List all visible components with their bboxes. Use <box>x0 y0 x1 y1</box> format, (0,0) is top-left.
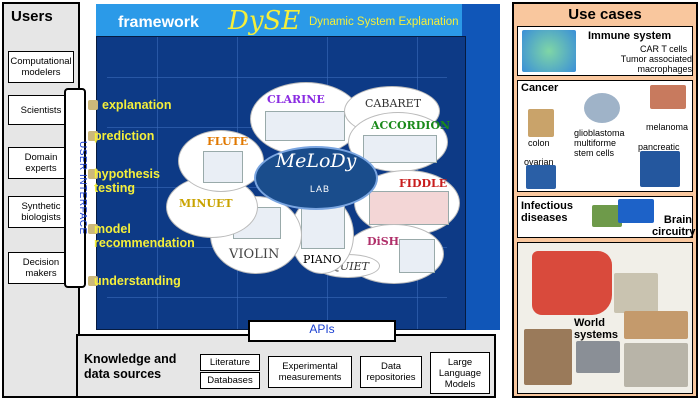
source-large-language-models[interactable]: Large Language Models <box>430 352 490 394</box>
model-icon <box>88 224 98 234</box>
use-case-infectious-brain[interactable] <box>517 196 693 238</box>
tool-flute: FLUTE <box>207 135 249 148</box>
ovarian-image <box>526 165 556 189</box>
user-interface-bracket <box>64 88 86 288</box>
user-domain-experts[interactable]: Domain experts <box>8 147 74 179</box>
apis-box <box>248 320 396 342</box>
knowledge-title: Knowledge and data sources <box>84 352 177 381</box>
petal-dish[interactable]: DiSH <box>344 224 444 284</box>
user-decision-makers[interactable]: Decision makers <box>8 252 74 284</box>
framework-subtitle: Dynamic System Explanation <box>309 16 459 28</box>
function-model-recommendation[interactable]: model recommendation <box>94 222 195 250</box>
function-hypothesis-testing[interactable]: hypothesis testing <box>94 167 160 195</box>
flute-figure <box>203 151 243 183</box>
cancer-colon: colon <box>528 138 550 148</box>
cancer-glioblastoma: glioblastoma multiforme stem cells <box>574 128 625 158</box>
use-case-world-systems[interactable] <box>517 242 693 394</box>
fiddle-figure <box>369 191 449 225</box>
flood-image <box>576 341 620 373</box>
piano-figure <box>301 205 345 249</box>
use-case-immune-system[interactable] <box>517 26 693 76</box>
map-region-image <box>614 273 658 313</box>
user-scientists[interactable]: Scientists <box>8 95 74 125</box>
petal-clarine[interactable]: CLARINE <box>250 82 362 156</box>
framework-title: framework <box>118 14 199 31</box>
use-cases-title: Use cases <box>568 6 642 23</box>
tool-piano: PIANO <box>303 253 342 266</box>
immune-title: Immune system <box>588 30 672 42</box>
brain-scan-image <box>584 93 620 123</box>
use-case-cancer[interactable] <box>517 80 693 192</box>
source-data-repositories[interactable]: Data repositories <box>360 356 422 388</box>
livestock-image <box>624 343 688 387</box>
cancer-melanoma: melanoma <box>646 122 689 132</box>
source-databases[interactable]: Databases <box>200 372 260 389</box>
function-understanding[interactable]: understanding <box>94 274 181 288</box>
immune-car-t: CAR T cells <box>640 44 688 54</box>
tool-minuet: MINUET <box>179 197 233 210</box>
pancreatic-image <box>640 151 680 187</box>
tool-dish: DiSH <box>367 235 400 248</box>
cancer-title: Cancer <box>521 82 559 94</box>
tool-clarine: CLARINE <box>267 93 325 106</box>
users-title: Users <box>11 8 53 25</box>
prediction-icon <box>88 131 98 141</box>
petal-flute[interactable]: FLUTE <box>178 130 264 192</box>
world-title: World systems <box>574 317 619 341</box>
clarine-figure <box>265 111 345 141</box>
melanoma-image <box>650 85 686 109</box>
user-interface-label: USER INTERFACE <box>77 141 88 235</box>
cube-top-face <box>96 4 498 40</box>
tool-cabaret: CABARET <box>365 97 422 110</box>
mosquito-image <box>592 205 622 227</box>
melody-logo: MeLoDy <box>275 150 357 172</box>
function-explanation[interactable]: explanation <box>102 98 172 112</box>
cancer-pancreatic: pancreatic <box>638 142 680 152</box>
tool-violin: VIOLIN <box>229 247 280 262</box>
dry-land-image <box>624 311 688 339</box>
accordion-figure <box>363 135 437 163</box>
tool-accordion: ACCORDION <box>371 119 451 132</box>
explanation-icon <box>88 100 98 110</box>
infectious-title: Infectious diseases <box>521 200 573 224</box>
colon-image <box>528 109 554 137</box>
africa-map-image <box>532 251 612 315</box>
immune-image <box>522 30 576 72</box>
brain-neurons-image <box>618 199 654 223</box>
cancer-ovarian: ovarian <box>524 157 554 167</box>
dish-figure <box>399 239 435 273</box>
hypothesis-icon <box>88 169 98 179</box>
dyse-logo: DySE <box>228 6 301 36</box>
source-literature[interactable]: Literature <box>200 354 260 371</box>
cube-side-face <box>462 4 500 330</box>
user-synthetic-biologists[interactable]: Synthetic biologists <box>8 196 74 228</box>
source-experimental-measurements[interactable]: Experimental measurements <box>268 356 352 388</box>
understanding-icon <box>88 276 98 286</box>
immune-macrophages: Tumor associated macrophages <box>620 54 692 74</box>
melody-lab-label: LAB <box>309 184 330 194</box>
function-prediction[interactable]: prediction <box>94 129 155 143</box>
apis-label[interactable]: APIs <box>309 322 335 336</box>
market-image <box>524 329 572 385</box>
brain-title: Brain circuitry <box>652 214 696 238</box>
user-computational-modelers[interactable]: Computational modelers <box>8 51 74 83</box>
melody-lab-badge <box>254 146 378 210</box>
tool-fiddle: FIDDLE <box>399 177 448 190</box>
